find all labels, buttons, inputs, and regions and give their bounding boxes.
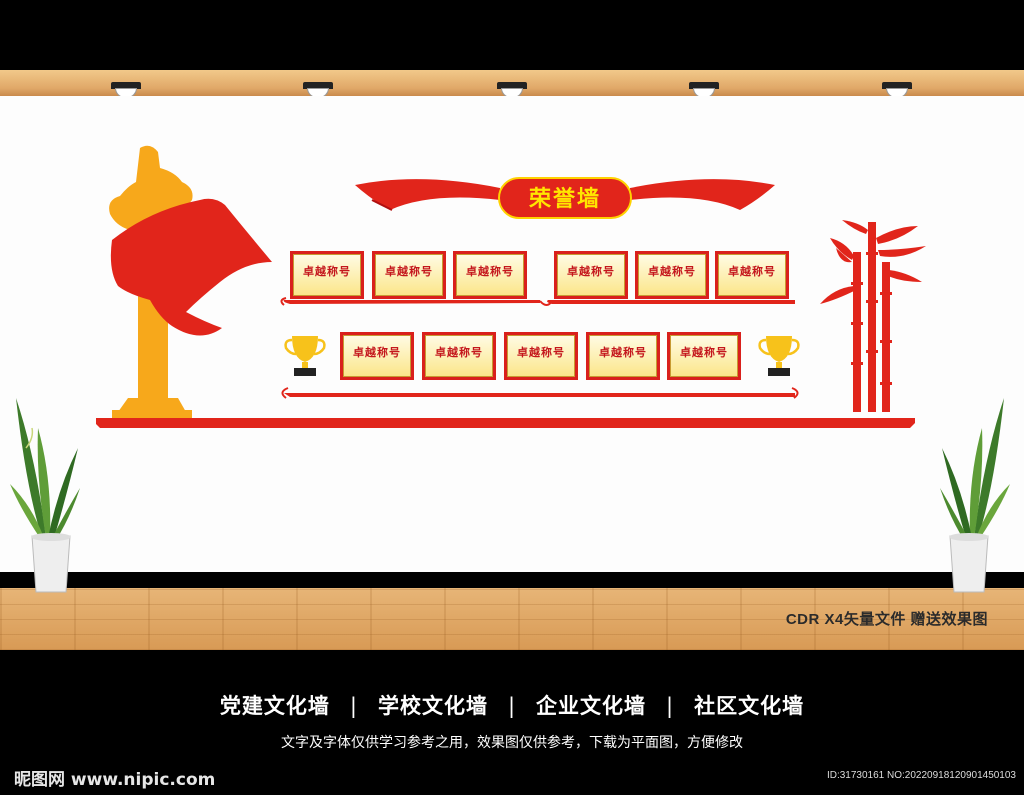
frame-label: 卓越称号 (385, 265, 433, 278)
frame-label: 卓越称号 (353, 346, 401, 359)
category-list: 党建文化墙 | 学校文化墙 | 企业文化墙 | 社区文化墙 (0, 690, 1024, 720)
trophy-icon-right (758, 336, 800, 376)
title-badge (498, 177, 632, 219)
base-shelf (96, 418, 915, 428)
image-id: ID:31730161 NO:20220918120901450103 (826, 770, 1016, 781)
frame-label: 卓越称号 (567, 265, 615, 278)
honor-frame: 卓越称号 (667, 332, 741, 380)
baseboard (0, 572, 1024, 588)
honor-frame: 卓越称号 (635, 251, 709, 299)
honor-frame: 卓越称号 (715, 251, 789, 299)
honor-frame: 卓越称号 (340, 332, 414, 380)
frame-label: 卓越称号 (680, 346, 728, 359)
site-watermark: 昵图网 www.nipic.com (14, 770, 216, 790)
category-separator: | (666, 694, 675, 718)
honor-frame: 卓越称号 (554, 251, 628, 299)
trophy-icon-left (284, 336, 326, 376)
potted-plant-icon (940, 398, 1010, 593)
frame-label: 卓越称号 (648, 265, 696, 278)
bottom-panel (0, 650, 1024, 795)
honor-frame: 卓越称号 (372, 251, 446, 299)
ribbon-left (355, 179, 500, 210)
bamboo-icon (820, 220, 926, 412)
usage-note: 文字及字体仅供学习参考之用，效果图仅供参考，下载为平面图，方便修改 (281, 735, 743, 751)
shelf-row1-right (547, 300, 795, 304)
frame-label: 卓越称号 (599, 346, 647, 359)
top-band (0, 0, 1024, 70)
wall-title: 荣誉墙 (528, 187, 601, 212)
floor-caption: CDR X4矢量文件 赠送效果图 (785, 611, 988, 628)
frame-label: 卓越称号 (435, 346, 483, 359)
frame-label: 卓越称号 (517, 346, 565, 359)
category-item: 党建文化墙 (219, 694, 330, 718)
category-separator: | (349, 694, 358, 718)
honor-frame: 卓越称号 (422, 332, 496, 380)
frame-label: 卓越称号 (728, 265, 776, 278)
potted-plant-icon (10, 398, 80, 593)
wooden-floor (0, 588, 1024, 650)
red-flag-icon (110, 198, 272, 336)
shelf-row1-left (283, 300, 540, 304)
honor-frame: 卓越称号 (453, 251, 527, 299)
category-item: 社区文化墙 (694, 694, 805, 718)
honor-wall-artwork (96, 145, 926, 428)
category-item: 企业文化墙 (536, 694, 647, 718)
category-separator: | (507, 694, 517, 718)
frame-label: 卓越称号 (303, 265, 351, 278)
honor-frame: 卓越称号 (290, 251, 364, 299)
honor-frame: 卓越称号 (586, 332, 660, 380)
ribbon-right (630, 179, 775, 210)
honor-frame: 卓越称号 (504, 332, 578, 380)
frame-label: 卓越称号 (466, 265, 514, 278)
shelf-row2 (284, 393, 795, 397)
category-item: 学校文化墙 (377, 694, 488, 718)
